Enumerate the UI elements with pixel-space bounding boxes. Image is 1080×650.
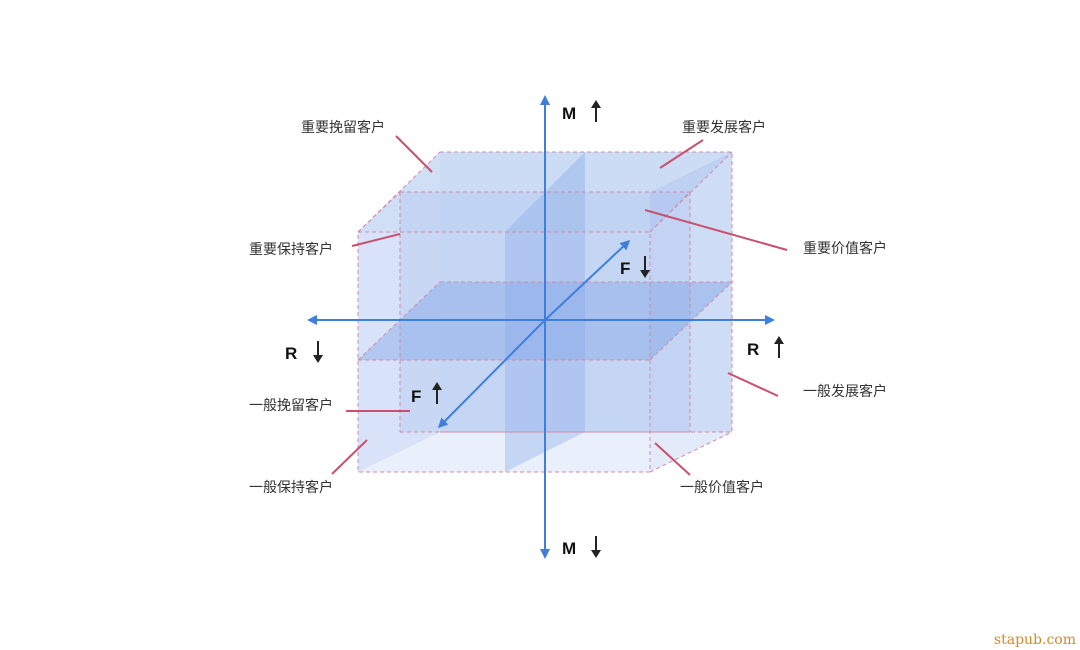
r-right-label: R xyxy=(747,340,759,359)
f-front-label: F xyxy=(411,387,421,406)
front-face xyxy=(358,232,650,472)
r-left-label: R xyxy=(285,344,297,363)
label-general-retain: 一般挽留客户 xyxy=(249,397,333,414)
label-important-retain: 重要挽留客户 xyxy=(301,119,385,136)
segment-labels: 重要挽留客户 重要发展客户 重要保持客户 重要价值客户 一般挽留客户 一般发展客… xyxy=(249,119,887,496)
arrow-up-icon xyxy=(591,100,601,122)
cube-edges xyxy=(357,151,733,473)
m-up-label: M xyxy=(562,104,576,123)
left-face xyxy=(358,152,440,472)
label-general-develop: 一般发展客户 xyxy=(803,383,887,400)
axes xyxy=(307,95,775,559)
back-face xyxy=(440,152,732,432)
arrow-up-icon xyxy=(774,336,784,358)
right-face xyxy=(650,152,732,472)
arrow-down-icon xyxy=(313,341,323,363)
axis-labels: M M R R F F xyxy=(285,100,784,558)
leader-lines xyxy=(331,135,788,476)
label-important-keep: 重要保持客户 xyxy=(249,241,333,258)
f-axis-front xyxy=(437,319,546,429)
label-general-value: 一般价值客户 xyxy=(680,479,764,496)
arrow-down-icon xyxy=(591,536,601,558)
arrow-up-icon xyxy=(432,382,442,404)
label-general-keep: 一般保持客户 xyxy=(249,479,333,496)
label-important-value: 重要价值客户 xyxy=(803,240,887,257)
m-down-label: M xyxy=(562,539,576,558)
watermark: stapub.com xyxy=(993,632,1076,648)
arrow-down-icon xyxy=(640,256,650,278)
f-axis-back xyxy=(544,239,631,321)
label-important-develop: 重要发展客户 xyxy=(682,119,766,136)
f-back-label: F xyxy=(620,259,630,278)
